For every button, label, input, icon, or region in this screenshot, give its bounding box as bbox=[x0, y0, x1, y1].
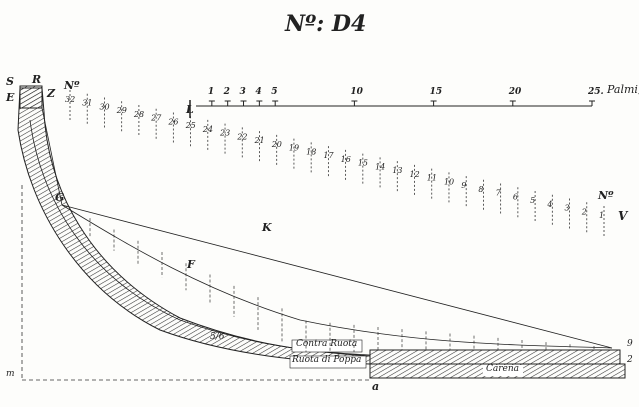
point-right-9: 9 bbox=[627, 339, 633, 349]
station-label: 3 bbox=[565, 204, 570, 213]
ruota-top bbox=[19, 85, 43, 109]
station-label: 2 bbox=[581, 207, 587, 216]
station-label: 22 bbox=[236, 132, 247, 141]
scale-unit: Palmi, bbox=[607, 83, 639, 96]
station-label: 8 bbox=[478, 185, 483, 194]
station-label: 26 bbox=[167, 117, 178, 126]
line-R-G bbox=[41, 107, 63, 206]
scale-tick-label: 25. bbox=[587, 87, 604, 97]
label-box-ruota bbox=[289, 355, 367, 369]
scale-tick-label: 20 bbox=[508, 87, 522, 97]
keel-upper bbox=[369, 349, 621, 365]
point-E: E bbox=[6, 91, 15, 104]
section-verticals bbox=[89, 218, 595, 352]
scale-origin-label: L bbox=[186, 103, 194, 116]
station-label: 23 bbox=[219, 129, 230, 138]
station-label: 9 bbox=[461, 181, 466, 190]
station-label: 20 bbox=[271, 140, 282, 149]
scale-tick-label: 1 bbox=[208, 87, 214, 97]
drawing-title: Nº: D4 bbox=[285, 11, 367, 37]
station-label: 17 bbox=[323, 151, 334, 160]
label-carena: Carena bbox=[486, 364, 520, 374]
scale-tick-label: 10 bbox=[350, 87, 363, 97]
scale-tick-label: 4 bbox=[255, 87, 261, 97]
point-Z: Z bbox=[47, 87, 56, 100]
station-label: 29 bbox=[116, 106, 127, 115]
point-G: G bbox=[55, 191, 65, 204]
point-a: a bbox=[372, 380, 380, 393]
station-label: 21 bbox=[253, 136, 264, 145]
station-label: 24 bbox=[202, 125, 213, 134]
stations-header-right: Nº bbox=[598, 189, 614, 202]
scale-tick-label: 5 bbox=[271, 87, 277, 97]
label-box-carena bbox=[483, 365, 523, 376]
scale-tick-label: 3 bbox=[240, 87, 246, 97]
point-5-6: 5/6 bbox=[210, 332, 225, 342]
line-G-K bbox=[61, 204, 613, 349]
station-label: 5 bbox=[530, 196, 535, 205]
point-S: S bbox=[6, 75, 14, 88]
station-end-label: V bbox=[618, 209, 628, 223]
station-label: 25 bbox=[185, 121, 196, 130]
point-F: F bbox=[187, 258, 195, 271]
label-box-contra bbox=[291, 339, 363, 353]
station-label: 1 bbox=[599, 211, 604, 220]
scale-tick-label: 2 bbox=[223, 87, 230, 97]
curve-G-F bbox=[61, 204, 613, 349]
label-contra-ruota: Contra Ruota bbox=[296, 339, 358, 349]
point-right-2: 2 bbox=[627, 355, 633, 365]
scale-tick-label: 15 bbox=[430, 87, 443, 97]
station-label: 28 bbox=[133, 110, 144, 119]
station-label: 6 bbox=[513, 192, 518, 201]
station-label: 4 bbox=[546, 200, 552, 209]
point-R: R bbox=[32, 73, 42, 86]
station-label: 7 bbox=[496, 189, 502, 198]
point-m: m bbox=[6, 369, 15, 379]
stations-header-left: Nº bbox=[64, 79, 80, 92]
point-K: K bbox=[262, 221, 272, 234]
label-ruota-di-poppa: Ruota di Poppa bbox=[292, 355, 362, 365]
